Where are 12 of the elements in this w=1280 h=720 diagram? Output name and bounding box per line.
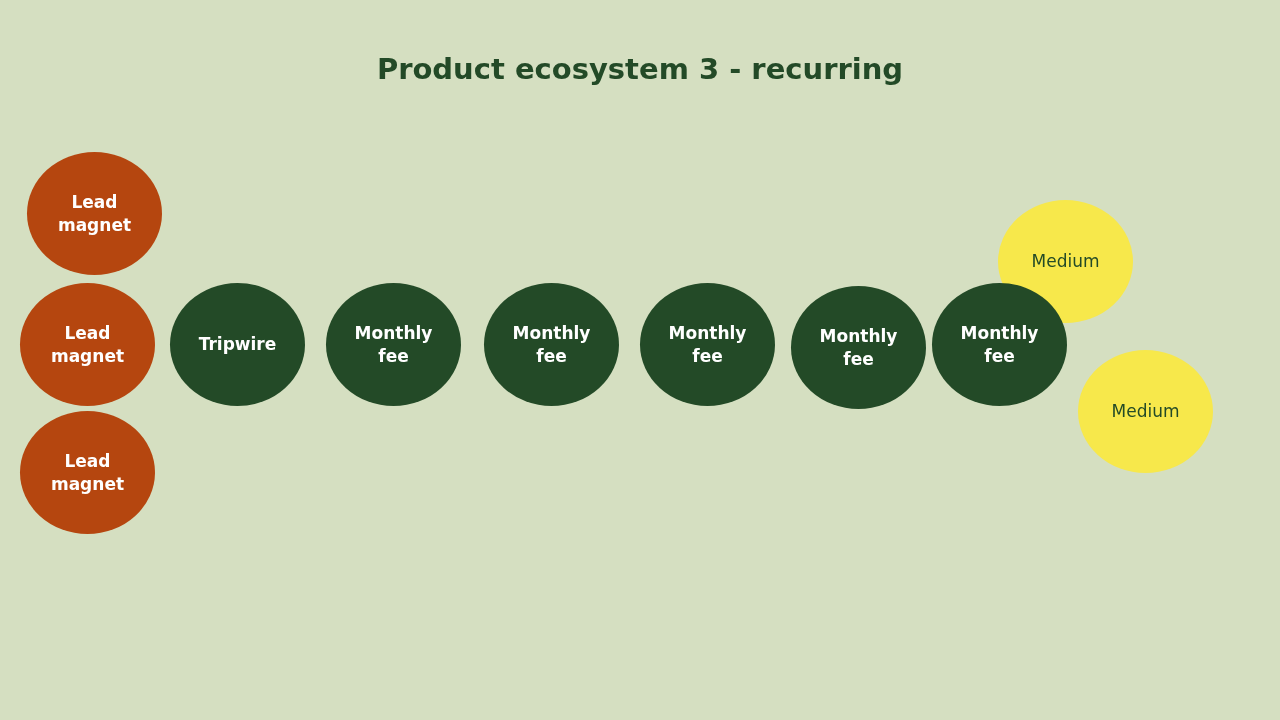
node-label: Monthly fee — [959, 321, 1040, 368]
node-label: Medium — [1031, 250, 1100, 273]
slide-title: Product ecosystem 3 - recurring — [375, 52, 905, 86]
node-label: Medium — [1111, 400, 1180, 423]
node-label: Monthly fee — [511, 321, 592, 368]
node-label: Monthly fee — [353, 321, 434, 368]
node-label: Lead magnet — [49, 321, 126, 368]
node-label: Monthly fee — [667, 321, 748, 368]
node-label: Lead magnet — [56, 190, 133, 237]
node-label: Monthly fee — [818, 324, 899, 371]
node-label: Tripwire — [198, 333, 277, 356]
node-label: Lead magnet — [49, 449, 126, 496]
